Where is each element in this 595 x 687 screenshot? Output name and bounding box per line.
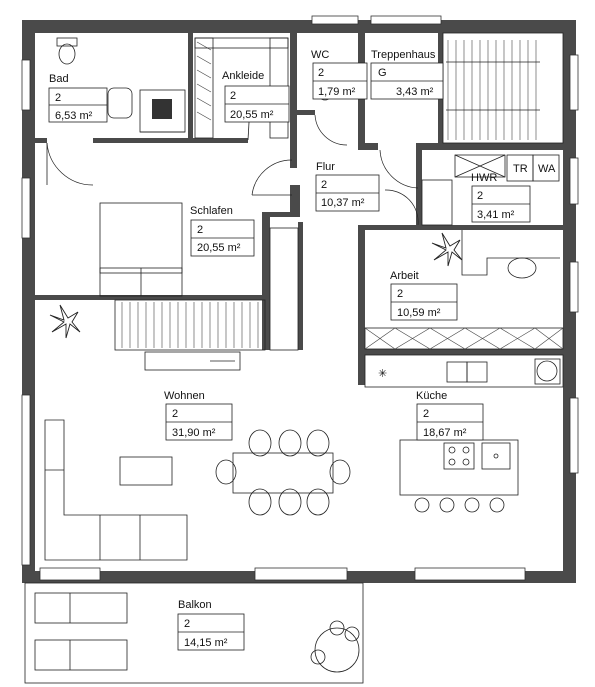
kitchen-counter: ✳ — [364, 354, 564, 388]
dryer-label: TR — [513, 163, 528, 175]
room-name-bad: Bad — [49, 73, 69, 85]
ceiling-light-icon: ✳ — [378, 368, 387, 380]
room-area-wc: 1,79 m² — [318, 86, 356, 98]
room-level-hwr: 2 — [477, 190, 483, 202]
room-name-flur: Flur — [316, 161, 335, 173]
kitchen-island — [399, 439, 519, 513]
room-area-hwr: 3,41 m² — [477, 209, 515, 221]
room-name-wohnen: Wohnen — [164, 390, 205, 402]
room-level-arbeit: 2 — [397, 288, 403, 300]
room-labels: Bad 2 6,53 m² Ankleide 2 20,55 m² WC 2 1… — [48, 49, 556, 651]
room-level-wc: 2 — [318, 67, 324, 79]
windows — [21, 15, 579, 581]
room-name-hwr: HWR — [471, 172, 497, 184]
washer-label: WA — [538, 163, 556, 175]
room-area-schlafen: 20,55 m² — [197, 242, 241, 254]
plant-icon — [49, 232, 463, 339]
room-level-flur: 2 — [321, 179, 327, 191]
room-area-wohnen: 31,90 m² — [172, 427, 216, 439]
room-name-wc: WC — [311, 49, 329, 61]
dining-table — [215, 429, 351, 516]
room-area-treppenhaus: 3,43 m² — [396, 86, 434, 98]
laundry-appliances — [421, 154, 560, 226]
room-area-bad: 6,53 m² — [55, 110, 93, 122]
room-area-ankleide: 20,55 m² — [230, 109, 274, 121]
room-level-balkon: 2 — [184, 618, 190, 630]
room-name-balkon: Balkon — [178, 599, 212, 611]
room-name-schlafen: Schlafen — [190, 205, 233, 217]
staircase — [442, 32, 564, 144]
room-name-arbeit: Arbeit — [390, 270, 419, 282]
room-area-arbeit: 10,59 m² — [397, 307, 441, 319]
room-area-flur: 10,37 m² — [321, 197, 365, 209]
room-level-ankleide: 2 — [230, 90, 236, 102]
room-level-bad: 2 — [55, 92, 61, 104]
balcony — [24, 582, 364, 684]
room-name-treppenhaus: Treppenhaus — [371, 49, 436, 61]
room-area-kueche: 18,67 m² — [423, 427, 467, 439]
bed — [99, 202, 183, 297]
room-name-kueche: Küche — [416, 390, 447, 402]
room-level-wohnen: 2 — [172, 408, 178, 420]
bathroom-fixtures — [56, 37, 186, 133]
room-level-treppenhaus: G — [378, 67, 387, 79]
room-area-balkon: 14,15 m² — [184, 637, 228, 649]
central-stairs — [114, 227, 299, 371]
room-name-ankleide: Ankleide — [222, 70, 264, 82]
sofa — [44, 419, 188, 561]
room-level-kueche: 2 — [423, 408, 429, 420]
room-level-schlafen: 2 — [197, 224, 203, 236]
